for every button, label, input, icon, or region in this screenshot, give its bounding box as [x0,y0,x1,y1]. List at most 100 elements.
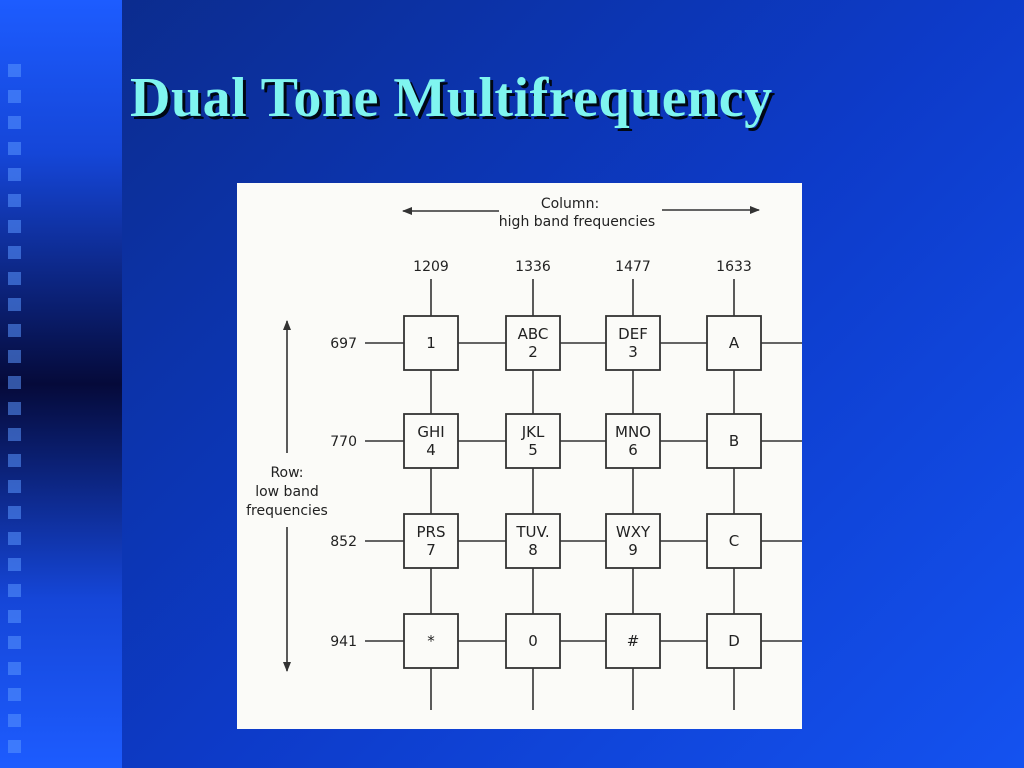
key-box [505,613,561,669]
decorative-square [8,480,21,493]
decorative-square [8,272,21,285]
decorative-square [8,740,21,753]
keypad-key: TUV.8 [505,513,561,569]
key-label: 0 [528,632,538,650]
key-label: 2 [528,343,538,361]
decorative-square [8,714,21,727]
key-box [605,613,661,669]
key-label: TUV. [515,523,549,541]
key-label: PRS [417,523,446,541]
key-label: JKL [521,423,545,441]
key-label: MNO [615,423,651,441]
key-label: # [627,632,640,650]
row-frequency-label: 852 [330,534,357,550]
row-header-line1: Row: [270,465,303,481]
key-box [605,315,661,371]
keypad-key: 1 [403,315,459,371]
key-label: A [729,334,740,352]
key-label: 7 [426,541,436,559]
column-header-line1: Column: [541,196,599,212]
key-label: 6 [628,441,638,459]
decorative-square [8,558,21,571]
row-frequency-label: 770 [330,434,357,450]
column-frequency-label: 1336 [515,259,551,275]
decorative-square [8,454,21,467]
header-arrows [283,206,760,672]
key-box [706,315,762,371]
keypad-key: # [605,613,661,669]
key-label: 4 [426,441,436,459]
key-box [505,413,561,469]
decorative-square [8,688,21,701]
slide-title: Dual Tone Multifrequency [130,67,773,129]
decorative-square [8,168,21,181]
column-frequency-label: 1633 [716,259,752,275]
decorative-squares [8,64,28,768]
key-box [605,513,661,569]
column-header-line2: high band frequencies [499,214,655,230]
decorative-square [8,636,21,649]
key-box [403,315,459,371]
key-box [403,613,459,669]
decorative-square [8,116,21,129]
column-frequency-label: 1477 [615,259,651,275]
decorative-square [8,610,21,623]
row-frequency-label: 941 [330,634,357,650]
decorative-square [8,194,21,207]
row-frequency-label: 697 [330,336,357,352]
key-box [706,413,762,469]
decorative-square [8,142,21,155]
key-label: ABC [518,325,549,343]
key-box [403,513,459,569]
key-box [706,613,762,669]
key-box [505,315,561,371]
key-label: DEF [618,325,648,343]
left-decorative-bar [0,0,122,768]
key-label: * [427,632,435,650]
decorative-square [8,298,21,311]
key-box [505,513,561,569]
decorative-square [8,428,21,441]
decorative-square [8,324,21,337]
key-label: GHI [417,423,444,441]
decorative-square [8,90,21,103]
row-header-line2: low band [255,484,319,500]
keypad-key: A [706,315,762,371]
key-label: B [729,432,739,450]
key-label: D [728,632,740,650]
decorative-square [8,350,21,363]
row-frequency-labels: 697 770 852 941 [330,336,357,650]
decorative-square [8,246,21,259]
decorative-square [8,402,21,415]
decorative-square [8,584,21,597]
decorative-square [8,376,21,389]
decorative-square [8,532,21,545]
decorative-square [8,220,21,233]
decorative-square [8,662,21,675]
key-box [706,513,762,569]
key-label: WXY [616,523,651,541]
keypad-key: 0 [505,613,561,669]
decorative-square [8,506,21,519]
key-label: 8 [528,541,538,559]
key-box [403,413,459,469]
key-label: 5 [528,441,538,459]
keypad-key: * [403,613,459,669]
key-label: C [729,532,739,550]
keypad-key: D [706,613,762,669]
row-header-line3: frequencies [246,503,328,519]
keypad-key: C [706,513,762,569]
key-box [605,413,661,469]
keypad-key: B [706,413,762,469]
dtmf-keypad-diagram: Column: high band frequencies Row: low b… [237,183,802,729]
key-label: 3 [628,343,638,361]
